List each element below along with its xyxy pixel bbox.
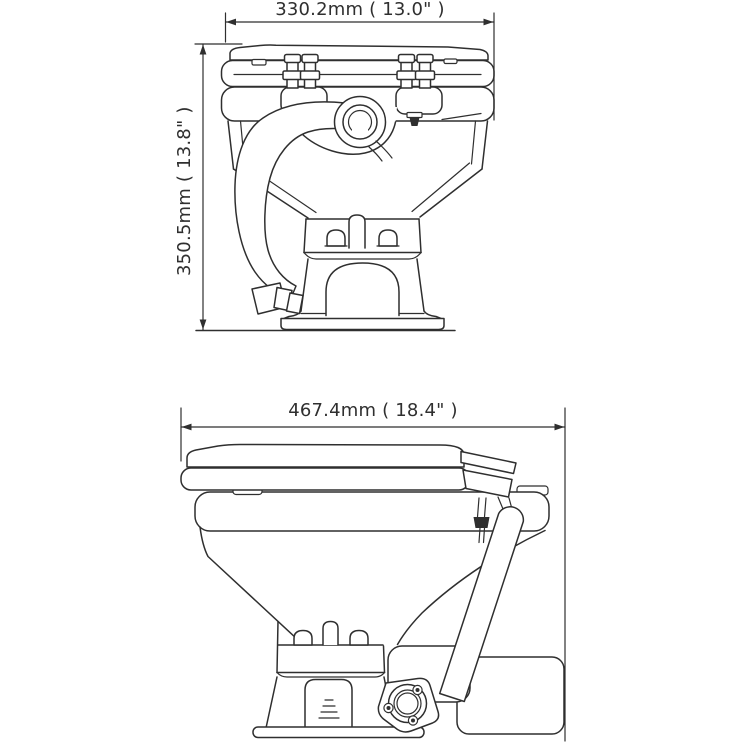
fv-hinges	[282, 53, 436, 89]
sv-lid	[186, 443, 465, 468]
fv-hinge-post	[299, 53, 321, 89]
sv-dome-bolt	[349, 629, 369, 646]
fv-base	[280, 310, 445, 331]
sv-hinge-nut	[473, 517, 490, 528]
sv-discharge-pipe	[438, 506, 525, 703]
side-view	[180, 407, 566, 742]
fv-bolt	[406, 111, 423, 126]
sv-dimensions	[180, 407, 566, 742]
sv-pedestal-column	[304, 678, 353, 730]
sv-center-tab	[322, 620, 339, 646]
sv-pedestal	[265, 620, 395, 730]
fv-dimensions	[194, 12, 495, 331]
sv-pump-flange	[377, 677, 440, 733]
front-height-dimension-label: 350.5mm ( 13.8" )	[174, 106, 195, 276]
front-width-dimension-label: 330.2mm ( 13.0" )	[275, 0, 445, 20]
sv-bowl	[194, 485, 550, 532]
fv-dome-bolt	[326, 229, 346, 247]
fv-inlet-elbow	[251, 282, 304, 315]
fv-arch-opening	[325, 262, 400, 317]
sv-dome-bolt	[293, 629, 313, 646]
fv-hinge-post	[282, 53, 303, 89]
front-view	[194, 12, 495, 332]
sv-vent-lines	[318, 699, 340, 719]
fv-center-tab	[348, 214, 366, 249]
side-width-dimension-label: 467.4mm ( 18.4" )	[288, 400, 458, 421]
fv-flush-fitting	[333, 95, 393, 162]
fv-dome-bolt	[378, 229, 398, 247]
fv-pedestal	[300, 214, 425, 317]
sv-hinge	[460, 450, 517, 544]
fv-hinge-post	[414, 53, 436, 89]
sv-base-plate	[252, 726, 425, 739]
sv-seat	[180, 467, 470, 491]
